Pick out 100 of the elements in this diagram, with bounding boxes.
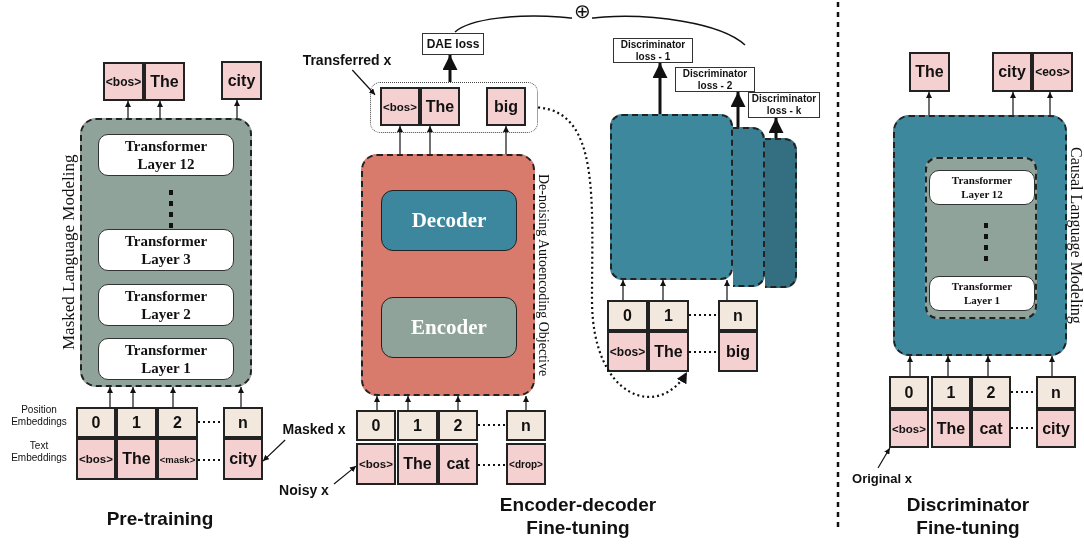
module-label: Decoder bbox=[411, 208, 487, 233]
token-label: cat bbox=[446, 455, 470, 473]
token-box bbox=[144, 62, 185, 101]
dotted-connector bbox=[689, 313, 718, 317]
arrow bbox=[652, 63, 668, 114]
token-label: <eos> bbox=[1035, 65, 1070, 79]
position-index: 1 bbox=[413, 416, 422, 435]
position-box bbox=[157, 407, 198, 438]
arrow bbox=[1010, 91, 1016, 116]
annotation-label: Transferred x bbox=[302, 52, 392, 68]
loss-label: Discriminator loss - k bbox=[750, 93, 818, 117]
position-index: 0 bbox=[371, 416, 381, 435]
arrow bbox=[907, 355, 913, 377]
position-index: n bbox=[733, 306, 743, 325]
token-box bbox=[397, 443, 438, 485]
token-box bbox=[221, 61, 262, 100]
arrow bbox=[397, 125, 403, 155]
arrow bbox=[1049, 355, 1055, 377]
token-label: The bbox=[936, 419, 966, 438]
position-index: 0 bbox=[91, 413, 101, 432]
position-index: 2 bbox=[453, 416, 463, 435]
token-box bbox=[76, 438, 116, 480]
transformer-layer-box bbox=[98, 134, 234, 176]
token-box bbox=[223, 438, 263, 480]
transformer-layer-box bbox=[929, 170, 1035, 205]
loss-label: DAE loss bbox=[426, 36, 480, 52]
loss-label: Discriminator loss - 2 bbox=[681, 67, 749, 92]
arrow bbox=[374, 395, 380, 411]
token-box bbox=[889, 409, 929, 448]
arrow bbox=[130, 386, 136, 408]
token-box bbox=[380, 87, 420, 126]
position-box bbox=[607, 300, 648, 331]
transformer-layer-box bbox=[98, 338, 234, 380]
token-box bbox=[1036, 409, 1076, 448]
position-index: n bbox=[1051, 383, 1061, 402]
dotted-connector bbox=[1011, 390, 1036, 394]
discriminator-block bbox=[610, 114, 733, 280]
arrow bbox=[238, 386, 244, 408]
arrow bbox=[170, 386, 176, 408]
token-label: <mask> bbox=[159, 453, 196, 465]
position-box bbox=[116, 407, 157, 438]
arrow bbox=[620, 279, 626, 301]
arrow bbox=[157, 100, 163, 119]
dotted-connector bbox=[198, 458, 223, 462]
layer-label: Transformer Layer 3 bbox=[123, 232, 209, 268]
layer-label: Transformer Layer 2 bbox=[123, 287, 209, 323]
arrow bbox=[455, 395, 461, 411]
token-label: <drop> bbox=[509, 458, 543, 470]
arrow bbox=[985, 355, 991, 377]
dotted-connector bbox=[478, 463, 506, 467]
annotation-label: Masked x bbox=[282, 421, 346, 437]
arrow bbox=[768, 118, 784, 138]
token-label: cat bbox=[979, 419, 1003, 438]
position-index: 0 bbox=[623, 306, 632, 325]
token-label: The bbox=[425, 97, 455, 116]
token-label: <bos> bbox=[79, 453, 113, 465]
arrow bbox=[660, 279, 666, 301]
token-box bbox=[506, 443, 546, 485]
token-label: <bos> bbox=[609, 344, 646, 359]
loss-label: Discriminator loss - 1 bbox=[619, 38, 687, 63]
layer-label: Transformer Layer 1 bbox=[950, 280, 1014, 307]
token-label: city bbox=[1042, 419, 1070, 438]
position-box bbox=[223, 407, 263, 438]
position-index: 1 bbox=[132, 413, 141, 432]
token-label: big bbox=[726, 342, 750, 361]
token-box bbox=[116, 438, 157, 480]
position-box bbox=[648, 300, 689, 331]
leader-arrow bbox=[351, 69, 376, 96]
arrow bbox=[730, 92, 746, 127]
transformer-layer-box bbox=[98, 229, 234, 271]
transformer-stack-panel bbox=[925, 157, 1037, 319]
discriminator-block bbox=[733, 127, 765, 287]
token-label: The bbox=[122, 450, 151, 468]
position-box bbox=[506, 410, 546, 441]
arrow bbox=[523, 395, 529, 411]
module-box bbox=[381, 190, 517, 251]
position-box bbox=[76, 407, 116, 438]
arrow bbox=[125, 100, 131, 119]
token-box bbox=[486, 87, 526, 126]
position-index: n bbox=[238, 413, 248, 432]
token-label: <bos> bbox=[359, 458, 393, 470]
dotted-connector bbox=[1011, 426, 1036, 430]
token-box bbox=[971, 409, 1011, 448]
module-label: Encoder bbox=[411, 315, 487, 340]
token-label: big bbox=[494, 97, 518, 116]
position-box bbox=[1036, 376, 1076, 409]
token-box bbox=[438, 443, 478, 485]
token-box bbox=[718, 331, 758, 372]
dotted-connector bbox=[198, 420, 223, 424]
arrow bbox=[427, 125, 433, 155]
position-box bbox=[718, 300, 758, 331]
position-index: 0 bbox=[904, 383, 914, 402]
leader-arrow bbox=[333, 465, 357, 485]
position-index: 1 bbox=[946, 383, 956, 402]
token-box bbox=[103, 62, 144, 101]
position-box bbox=[889, 376, 929, 409]
discriminator-block bbox=[765, 138, 797, 288]
token-box bbox=[648, 331, 689, 372]
position-box bbox=[971, 376, 1011, 409]
module-box bbox=[381, 297, 517, 358]
